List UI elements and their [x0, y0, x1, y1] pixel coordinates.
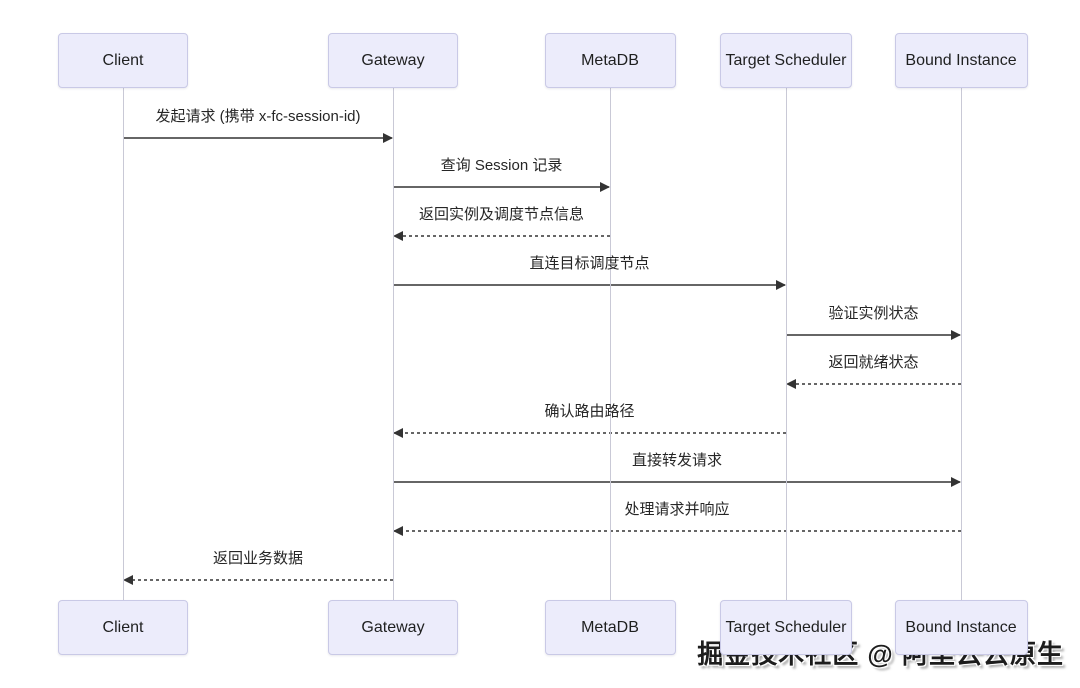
- message-label-5: 验证实例状态: [828, 305, 919, 322]
- lifeline-target-scheduler: [785, 88, 787, 600]
- lifeline-metadb: [609, 88, 611, 600]
- actor-label: Target Scheduler: [725, 51, 847, 69]
- actor-box-gateway-bottom: Gateway: [328, 600, 458, 655]
- lifeline-bound-instance: [960, 88, 962, 600]
- message-label-7: 确认路由路径: [544, 403, 635, 420]
- message-label-4: 直连目标调度节点: [529, 255, 650, 272]
- actor-box-gateway-top: Gateway: [328, 33, 458, 88]
- lifeline-client: [122, 88, 124, 600]
- actor-label: Gateway: [361, 618, 425, 636]
- actor-box-metadb-top: MetaDB: [544, 33, 676, 88]
- actor-box-client-top: Client: [58, 33, 188, 88]
- actor-label: MetaDB: [581, 618, 639, 636]
- actor-box-target-scheduler-top: Target Scheduler: [720, 33, 852, 88]
- actor-box-metadb-bottom: MetaDB: [544, 600, 676, 655]
- message-label-6: 返回就绪状态: [828, 354, 919, 371]
- actor-box-bound-instance-top: Bound Instance: [894, 33, 1028, 88]
- message-label-9: 处理请求并响应: [624, 501, 730, 518]
- actor-label: Bound Instance: [905, 618, 1017, 636]
- actor-label: Client: [102, 51, 144, 69]
- actor-label: MetaDB: [581, 51, 639, 69]
- actor-box-client-bottom: Client: [58, 600, 188, 655]
- actor-box-target-scheduler-bottom: Target Scheduler: [720, 600, 852, 655]
- message-label-2: 查询 Session 记录: [440, 157, 563, 174]
- message-label-10: 返回业务数据: [212, 550, 304, 567]
- actor-label: Target Scheduler: [725, 618, 847, 636]
- lifeline-gateway: [392, 88, 394, 600]
- message-label-3: 返回实例及调度节点信息: [418, 206, 585, 223]
- message-label-8: 直接转发请求: [631, 452, 723, 469]
- actor-label: Client: [102, 618, 144, 636]
- message-label-1: 发起请求 (携带 x-fc-session-id): [155, 108, 361, 125]
- actor-label: Gateway: [361, 51, 425, 69]
- actor-label: Bound Instance: [905, 51, 1017, 69]
- actor-box-bound-instance-bottom: Bound Instance: [894, 600, 1028, 655]
